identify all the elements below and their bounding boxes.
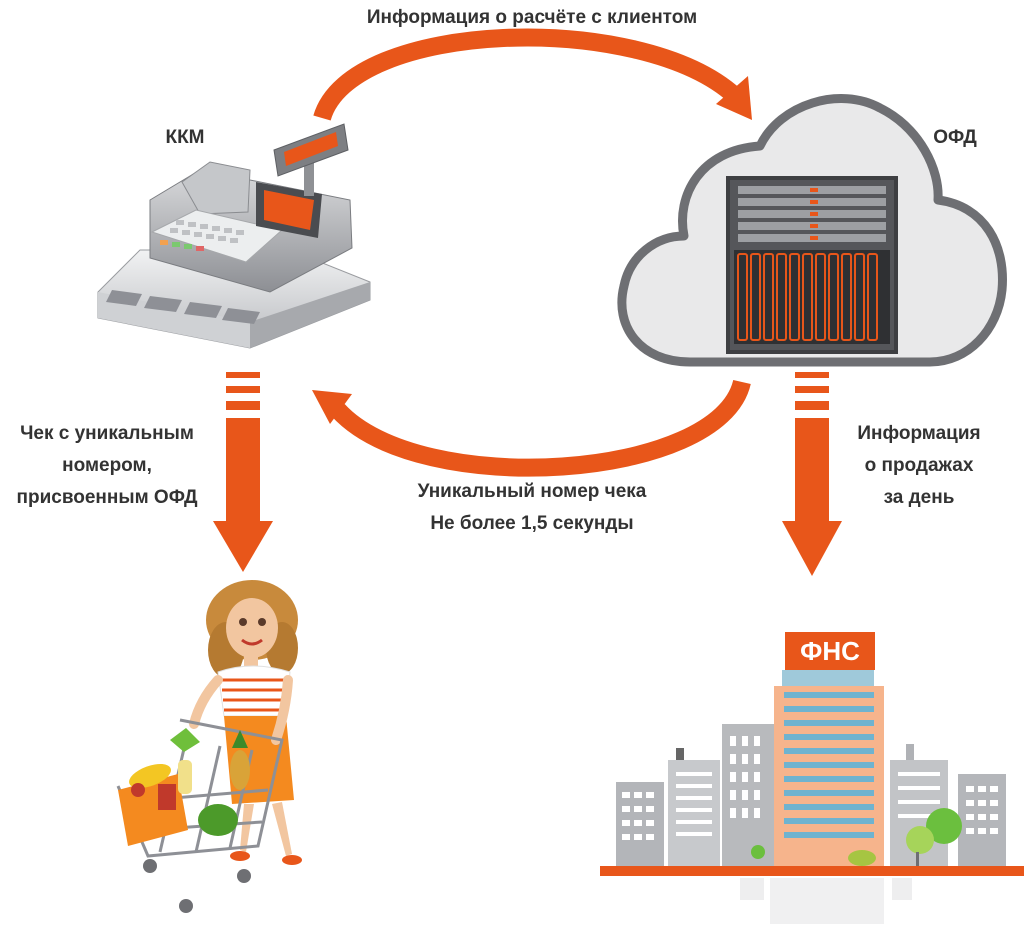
customer-with-cart-icon: [116, 580, 302, 913]
cash-register-icon: [97, 123, 371, 349]
receipt-label: Чек с уникальным номером, присвоенным ОФ…: [0, 420, 214, 511]
unique-number-line1: Уникальный номер чека: [417, 481, 647, 502]
bottom-arc-arrow: [312, 379, 751, 477]
unique-number-line2: Не более 1,5 секунды: [430, 513, 634, 534]
sales-info-line2: о продажах: [864, 455, 974, 476]
right-down-arrow: [782, 372, 842, 576]
left-down-arrow: [213, 372, 273, 572]
top-arc-arrow: [313, 28, 752, 122]
sales-info-label: Информация о продажах за день: [834, 420, 1004, 511]
cloud-server-icon: [617, 94, 1007, 367]
unique-number-label: Уникальный номер чека Не более 1,5 секун…: [372, 478, 692, 537]
sales-info-line3: за день: [883, 487, 955, 508]
fns-label: ФНС: [800, 636, 860, 666]
ofd-label: ОФД: [933, 127, 977, 148]
fns-sign: [785, 632, 875, 670]
receipt-label-line3: присвоенным ОФД: [16, 487, 198, 508]
receipt-label-line2: номером,: [62, 455, 152, 476]
top-flow-label: Информация о расчёте с клиентом: [366, 7, 698, 28]
receipt-label-line1: Чек с уникальным: [20, 423, 194, 444]
kkm-label: ККМ: [165, 127, 205, 148]
city-fns-building-icon: [600, 632, 1024, 924]
sales-info-line1: Информация: [857, 423, 981, 444]
